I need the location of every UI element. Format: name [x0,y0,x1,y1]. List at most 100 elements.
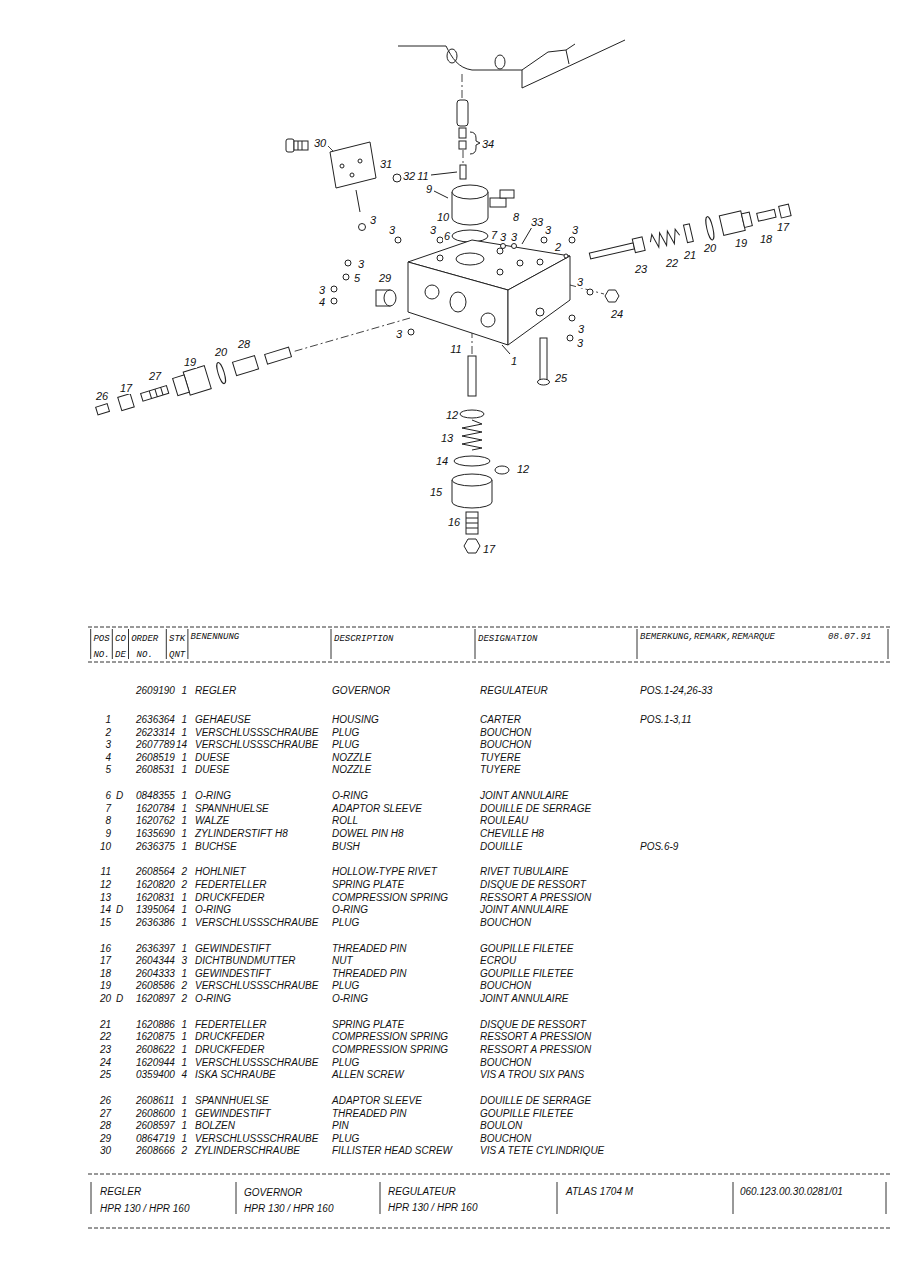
table-cell: PLUG [332,1057,359,1068]
table-cell: BOLZEN [195,1120,235,1131]
callout-number: 3 [499,231,507,243]
part-34 [457,100,480,154]
callout-number: 3 [395,328,403,340]
label-anchor: BENENNUNG [191,625,240,643]
part-34 [457,100,468,126]
label-anchor: DRUCKFEDER [195,1039,264,1057]
table-cell: FILLISTER HEAD SCREW [332,1145,452,1156]
label-anchor: 20 [214,342,228,360]
table-cell: RESSORT A PRESSION [480,892,591,903]
part-chain-left [96,404,110,415]
label-anchor: SPRING PLATE [332,1014,404,1032]
table-cell: DRUCKFEDER [195,892,264,903]
manifold-block [481,313,495,327]
table-cell: COMPRESSION SPRING [332,1044,448,1055]
table-cell: DISQUE DE RESSORT [480,1019,586,1030]
plug [501,244,506,249]
table-cell: ROULEAU [480,815,528,826]
title-block-cell: GOVERNOR [244,1187,302,1198]
table-cell: REGLER [195,685,236,696]
label-anchor: QNT [169,643,185,661]
table-cell: D [116,904,123,915]
label-anchor: 0864719 [136,1128,175,1146]
part-stack-bottom [538,379,550,385]
part-34 [459,141,466,149]
label-anchor: ROULEAU [480,810,528,828]
title-block-cell: REGULATEUR [388,1186,456,1197]
label-anchor: THREADED PIN [332,963,406,981]
label-anchor: 1 [181,1014,187,1032]
table-cell: 2 [181,993,187,1004]
table-cell: BOULON [480,1120,522,1131]
table-cell: SPRING PLATE [332,879,404,890]
label-anchor: 1 [181,798,187,816]
label-anchor: PIN [332,1115,349,1133]
table-cell: DISQUE DE RESSORT [480,879,586,890]
table-cell: THREADED PIN [332,943,406,954]
table-rule [91,1182,92,1214]
callout-number: 17 [482,543,496,555]
table-cell: DUESE [195,764,229,775]
label-anchor: VIS A TETE CYLINDRIQUE [480,1140,604,1158]
part-chain-right [683,224,693,243]
table-cell: 23 [100,1044,111,1055]
table-cell: 1 [181,752,187,763]
table-cell: ADAPTOR SLEEVE [332,1095,422,1106]
callout-number: 19 [183,356,197,368]
label-anchor: 060.123.00.30.0281/01 [740,1181,843,1199]
table-cell: ADAPTOR SLEEVE [332,803,422,814]
label-anchor: 11 [416,166,429,184]
table-cell: 2 [181,866,187,877]
label-anchor: 1 [181,810,187,828]
label-anchor: TUYERE [480,747,521,765]
callout-number: 3 [369,214,377,226]
table-cell: O-RING [332,993,368,1004]
table-cell: 28 [100,1120,111,1131]
part-stack-bottom [452,338,550,553]
table-cell: 14 [100,904,111,915]
label-anchor: 34 [481,134,495,152]
label-anchor: DICHTBUNDMUTTER [195,950,296,968]
table-cell: 1 [181,1057,187,1068]
label-anchor: D [116,785,123,803]
label-anchor: CARTER [480,709,521,727]
table-cell: 3 [105,739,111,750]
table-cell: THREADED PIN [332,968,406,979]
label-anchor: 2608564 [136,861,175,879]
table-cell: VERSCHLUSSSCHRAUBE [195,980,318,991]
table-cell: 2608597 [136,1120,175,1131]
label-anchor: 21 [683,245,697,263]
engine-housing [398,40,625,88]
label-anchor: 27 [148,366,162,384]
table-cell: 0848355 [136,790,175,801]
part-11-rivet [460,165,466,179]
label-anchor: 19 [183,352,197,370]
label-anchor: PLUG [332,912,359,930]
label-anchor: 8 [105,810,111,828]
table-cell: 1620784 [136,803,175,814]
label-anchor: 3 [510,227,518,245]
table-cell: 2623314 [136,727,175,738]
table-cell: 2636364 [136,714,175,725]
callout-number: 18 [759,233,773,245]
plug [541,237,547,243]
table-cell: SPANNHUELSE [195,803,269,814]
label-anchor: 2 [181,874,187,892]
table-cell: O-RING [195,904,231,915]
table-cell: VERSCHLUSSSCHRAUBE [195,727,318,738]
engine-housing [447,49,457,63]
table-cell: 1 [181,727,187,738]
label-anchor: REGLER [195,680,236,698]
table-cell: VIS A TROU SIX PANS [480,1069,584,1080]
callout-number: 3 [388,224,396,236]
table-cell: 2608519 [136,752,175,763]
label-anchor: 1 [181,1115,187,1133]
table-cell: REGULATEUR [480,685,548,696]
label-anchor: 3 [499,227,507,245]
table-cell: 22 [100,1031,111,1042]
label-anchor: 26 [95,386,109,404]
table-cell: RESSORT A PRESSION [480,1031,591,1042]
label-anchor: 23 [634,259,648,277]
label-anchor: VIS A TROU SIX PANS [480,1064,584,1082]
table-header: BENENNUNG [191,632,240,642]
